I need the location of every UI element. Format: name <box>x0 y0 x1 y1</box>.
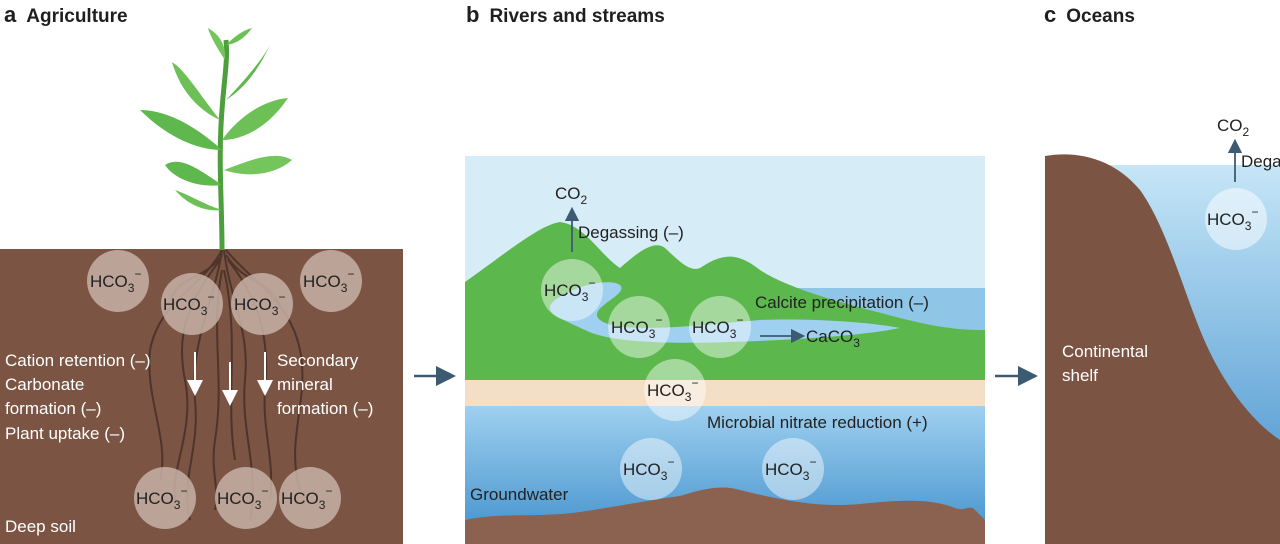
river-hco3-circles <box>541 259 824 500</box>
soil-down-arrows <box>187 352 273 406</box>
oceans-panel: HCO3− CO2 Dega Continental shelf <box>1045 116 1280 544</box>
process-secondary: Secondary <box>277 351 359 370</box>
nitrate-reduction-label: Microbial nitrate reduction (+) <box>707 413 928 432</box>
hco3-bubble-9 <box>608 296 670 358</box>
hco3-bubble-10 <box>689 296 751 358</box>
panel-c-letter: c <box>1044 2 1057 27</box>
bedrock <box>465 487 985 544</box>
hco3-bubble-12 <box>620 438 682 500</box>
panel-b-letter: b <box>466 2 480 27</box>
process-carbonate: Carbonate <box>5 375 84 394</box>
hco3-bubble-4 <box>300 250 362 312</box>
process-mineral: mineral <box>277 375 333 394</box>
hco3-bubble-8 <box>541 259 603 321</box>
hco3-bubble-2 <box>161 273 223 335</box>
hco3-bubble-3 <box>231 273 293 335</box>
panel-c-name: Oceans <box>1066 6 1135 27</box>
ocean-co2-label: CO2 <box>1217 116 1250 139</box>
hco3-bubble-5 <box>134 467 196 529</box>
hco3-label: HCO3− <box>163 290 214 318</box>
hco3-label: HCO3− <box>217 484 268 512</box>
sand-layer <box>465 380 985 406</box>
panel-a-title: a Agriculture <box>4 2 128 28</box>
process-carbonate-formation: formation (–) <box>5 399 101 418</box>
ocean-degassing-label: Dega <box>1241 152 1280 171</box>
degassing-label: Degassing (–) <box>578 223 684 242</box>
hco3-bubble-11 <box>644 359 706 421</box>
panel-b-title: b Rivers and streams <box>466 2 665 28</box>
process-formation: formation (–) <box>277 399 373 418</box>
soil-process-labels: Cation retention (–) Carbonate formation… <box>5 351 373 536</box>
deep-soil-label: Deep soil <box>5 517 76 536</box>
river-hco3-labels: HCO3− HCO3− HCO3− HCO3− HCO3− HCO3− <box>544 276 816 483</box>
continental-label: Continental <box>1062 342 1148 361</box>
process-plant-uptake: Plant uptake (–) <box>5 424 125 443</box>
hco3-bubble-13 <box>762 438 824 500</box>
hco3-label: HCO3− <box>136 484 187 512</box>
river <box>549 282 900 343</box>
green-hills <box>465 222 985 380</box>
panel-c-title: c Oceans <box>1044 2 1135 28</box>
soil-hco3-circles <box>87 250 362 529</box>
hco3-bubble-14 <box>1205 188 1267 250</box>
rivers-panel: HCO3− HCO3− HCO3− HCO3− HCO3− HCO3− CO2 … <box>465 156 985 544</box>
hco3-label: HCO3− <box>611 313 662 341</box>
hco3-label: HCO3− <box>623 455 674 483</box>
process-cation-retention: Cation retention (–) <box>5 351 151 370</box>
shelf-label: shelf <box>1062 366 1098 385</box>
hco3-label: HCO3− <box>303 267 354 295</box>
agriculture-panel: HCO3− HCO3− HCO3− HCO3− HCO3− HCO3− HCO3… <box>0 28 403 544</box>
panel-b-name: Rivers and streams <box>489 6 665 27</box>
hco3-bubble-7 <box>279 467 341 529</box>
continental-shelf <box>1045 154 1280 544</box>
groundwater-label: Groundwater <box>470 485 569 504</box>
hco3-label: HCO3− <box>692 313 743 341</box>
co2-label: CO2 <box>555 184 588 207</box>
plant <box>140 28 292 251</box>
hco3-bubble-1 <box>87 250 149 312</box>
hco3-bubble-6 <box>215 467 277 529</box>
panel-a-letter: a <box>4 2 17 27</box>
hco3-label: HCO3− <box>234 290 285 318</box>
hco3-label: HCO3− <box>647 376 698 404</box>
panel-a-name: Agriculture <box>26 6 128 27</box>
caco3-label: CaCO3 <box>806 327 860 350</box>
hco3-label: HCO3− <box>90 267 141 295</box>
soil-hco3-labels: HCO3− HCO3− HCO3− HCO3− HCO3− HCO3− HCO3… <box>90 267 354 512</box>
calcite-precipitation-label: Calcite precipitation (–) <box>755 293 929 312</box>
hco3-label: HCO3− <box>1207 205 1258 233</box>
hco3-label: HCO3− <box>281 484 332 512</box>
hco3-label: HCO3− <box>544 276 595 304</box>
hco3-label: HCO3− <box>765 455 816 483</box>
